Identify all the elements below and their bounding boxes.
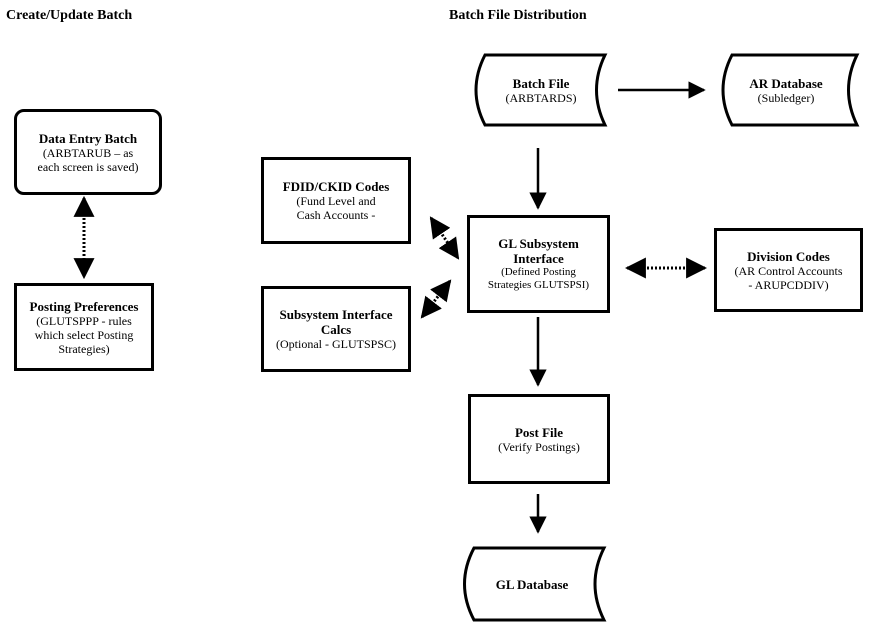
- gl-subsystem-title-2: Interface: [513, 251, 564, 266]
- division-codes-detail-2: - ARUPCDDIV): [748, 277, 829, 292]
- gl-database-cylinder: [463, 546, 607, 622]
- division-codes-node: Division Codes (AR Control Accounts - AR…: [714, 228, 863, 312]
- dotted-arrow-calcs-to-gl-interface: [420, 279, 452, 319]
- batch-file-node: Batch File (ARBTARDS): [485, 58, 597, 122]
- posting-preferences-node: Posting Preferences (GLUTSPPP - rules wh…: [14, 283, 154, 371]
- data-entry-batch-title: Data Entry Batch: [38, 130, 138, 146]
- ar-database-node: AR Database (Subledger): [730, 58, 842, 122]
- fdid-ckid-title: FDID/CKID Codes: [282, 179, 390, 194]
- fdid-ckid-codes-node: FDID/CKID Codes (Fund Level and Cash Acc…: [261, 157, 411, 244]
- data-entry-batch-detail-2: each screen is saved): [37, 159, 139, 174]
- batch-file-title: Batch File: [512, 75, 570, 91]
- posting-preferences-title: Posting Preferences: [29, 298, 139, 314]
- data-entry-batch-node: Data Entry Batch (ARBTARUB – as each scr…: [14, 109, 162, 195]
- gl-subsystem-detail-2: Strategies GLUTSPSI): [487, 279, 590, 291]
- heading-batch-file-distribution: Batch File Distribution: [449, 8, 587, 23]
- ar-database-detail-1: (Subledger): [757, 90, 815, 105]
- division-codes-detail-1: (AR Control Accounts: [734, 263, 843, 278]
- posting-preferences-detail-3: Strategies): [58, 341, 110, 356]
- data-entry-batch-detail-1: (ARBTARUB – as: [42, 145, 134, 160]
- gl-subsystem-title-1: GL Subsystem: [498, 236, 579, 251]
- fdid-ckid-detail-2: Cash Accounts -: [296, 208, 376, 222]
- division-codes-title: Division Codes: [747, 248, 830, 264]
- batch-file-cylinder: [474, 53, 608, 127]
- gl-database-title: GL Database: [495, 576, 569, 592]
- posting-preferences-detail-2: which select Posting: [34, 327, 134, 342]
- subsystem-calcs-detail-1: (Optional - GLUTSPSC): [276, 337, 396, 351]
- subsystem-calcs-title-1: Subsystem Interface: [279, 307, 393, 322]
- post-file-node: Post File (Verify Postings): [468, 394, 610, 484]
- posting-preferences-detail-1: (GLUTSPPP - rules: [36, 313, 132, 328]
- gl-subsystem-detail-1: (Defined Posting: [501, 266, 576, 278]
- dotted-arrow-fdid-to-gl-interface: [429, 216, 460, 260]
- post-file-title: Post File: [514, 424, 563, 440]
- subsystem-interface-calcs-node: Subsystem Interface Calcs (Optional - GL…: [261, 286, 411, 372]
- batch-file-detail-1: (ARBTARDS): [505, 90, 577, 105]
- gl-database-node: GL Database: [474, 552, 590, 616]
- fdid-ckid-detail-1: (Fund Level and: [296, 194, 376, 208]
- post-file-detail-1: (Verify Postings): [498, 439, 580, 454]
- heading-create-update-batch: Create/Update Batch: [6, 8, 133, 23]
- subsystem-calcs-title-2: Calcs: [320, 322, 352, 337]
- ar-database-title: AR Database: [749, 75, 823, 91]
- gl-subsystem-interface-node: GL Subsystem Interface (Defined Posting …: [467, 215, 610, 313]
- ar-database-cylinder: [721, 53, 860, 127]
